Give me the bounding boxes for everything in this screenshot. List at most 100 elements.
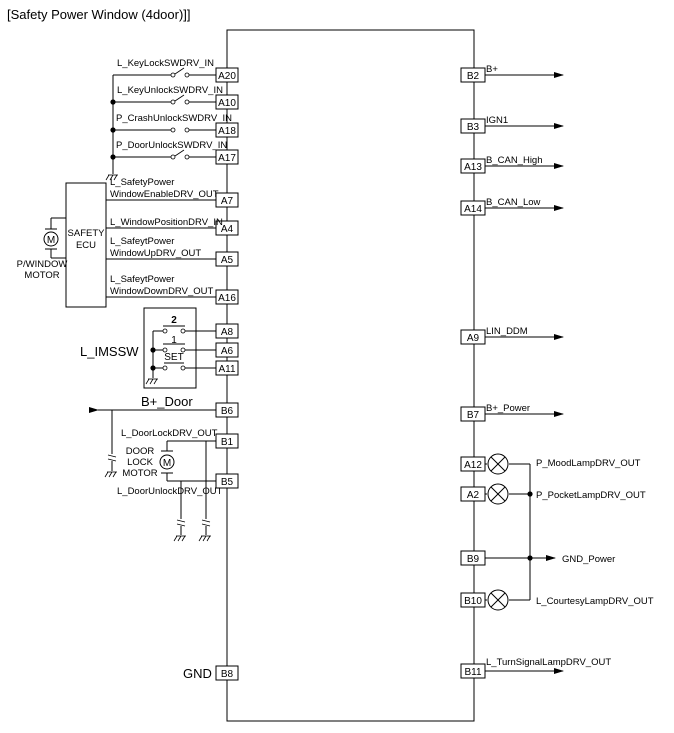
sig-pocketlamp: P_PocketLampDRV_OUT <box>536 490 646 501</box>
pin-box-B6 <box>215 402 239 418</box>
component-labels: SAFETY ECU M P/WINDOW MOTOR L_IMSSW 2 1 … <box>17 228 212 681</box>
module-body <box>226 29 475 722</box>
pin-box-A16 <box>215 289 239 305</box>
pin-A9: A9 <box>467 333 480 344</box>
sig-windowup-2: WindowUpDRV_OUT <box>110 248 201 259</box>
imssw-switch <box>143 307 216 389</box>
sig-gnd-power: GND_Power <box>562 554 615 565</box>
sig-moodlamp: P_MoodLampDRV_OUT <box>536 458 641 469</box>
pin-box-A10 <box>215 94 239 110</box>
switch-group <box>105 67 216 181</box>
pin-A5: A5 <box>221 255 234 266</box>
pin-B10: B10 <box>464 596 482 607</box>
pin-A10: A10 <box>218 98 236 109</box>
pin-box-B2 <box>460 67 486 83</box>
pin-A13: A13 <box>464 162 482 173</box>
pin-box-B11 <box>460 663 486 679</box>
pin-box-B10 <box>460 592 486 608</box>
sig-doorunlock-out: L_DoorUnlockDRV_OUT <box>117 486 223 497</box>
pin-A20: A20 <box>218 71 236 82</box>
sig-safetypower-1: L_SafetyPower <box>110 177 174 188</box>
sig-bplus: B+ <box>486 64 498 75</box>
sig-can-high: B_CAN_High <box>486 155 543 166</box>
right-output-lines <box>485 72 564 674</box>
pin-A12: A12 <box>464 460 482 471</box>
pin-A11: A11 <box>218 364 235 375</box>
pin-box-B9 <box>460 550 486 566</box>
pin-B2: B2 <box>467 71 480 82</box>
pin-A8: A8 <box>221 327 234 338</box>
pin-box-A2 <box>460 486 486 502</box>
pin-box-A5 <box>215 251 239 267</box>
pin-box-A7 <box>215 192 239 208</box>
pin-B3: B3 <box>467 122 480 133</box>
sig-windowposition: L_WindowPositionDRV_IN <box>110 217 223 228</box>
b-door-label: B+_Door <box>141 394 193 409</box>
sig-turnsignal: L_TurnSignalLampDRV_OUT <box>486 657 611 668</box>
door-lock-motor-label-1: DOOR <box>126 446 155 457</box>
door-lock-motor-label-3: MOTOR <box>122 468 157 479</box>
pin-box-B1 <box>215 433 239 449</box>
imssw-label: L_IMSSW <box>80 344 139 359</box>
pin-box-A8 <box>215 323 239 339</box>
motor-m-pwindow: M <box>47 235 55 246</box>
sig-windowdown-2: WindowDownDRV_OUT <box>110 286 213 297</box>
pin-box-A18 <box>215 122 239 138</box>
sig-windowup-1: L_SafeytPower <box>110 236 174 247</box>
door-lock-motor-label-2: LOCK <box>127 457 154 468</box>
pwindow-motor <box>43 217 66 259</box>
safety-ecu-wiring <box>106 199 216 298</box>
right-signal-labels: B+ IGN1 B_CAN_High B_CAN_Low LIN_DDM B+_… <box>486 64 654 668</box>
right-pin-labels: B2 B3 A13 A14 A9 B7 A12 A2 B9 B10 B11 <box>464 71 482 678</box>
sig-safetypower-2: WindowEnableDRV_OUT <box>110 189 219 200</box>
pin-A18: A18 <box>218 126 236 137</box>
pin-box-B3 <box>460 118 486 134</box>
pin-B1: B1 <box>221 437 234 448</box>
imssw-button-1: 1 <box>171 335 177 346</box>
sig-can-low: B_CAN_Low <box>486 197 541 208</box>
left-pin-boxes <box>215 67 239 681</box>
safety-ecu-label-1: SAFETY <box>68 228 106 239</box>
pin-A4: A4 <box>221 224 234 235</box>
pin-A2: A2 <box>467 490 480 501</box>
pin-B11: B11 <box>464 667 481 678</box>
sig-doorunlock: P_DoorUnlockSWDRV_IN <box>116 140 227 151</box>
right-pin-boxes <box>460 67 486 679</box>
pin-box-B7 <box>460 406 486 422</box>
sig-keyunlock: L_KeyUnlockSWDRV_IN <box>117 85 223 96</box>
pin-A7: A7 <box>221 196 234 207</box>
lamp-wiring <box>485 463 556 601</box>
pin-box-A9 <box>460 329 486 345</box>
pin-box-B5 <box>215 473 239 489</box>
left-signal-labels: L_KeyLockSWDRV_IN L_KeyUnlockSWDRV_IN P_… <box>110 58 232 497</box>
pin-box-A14 <box>460 200 486 216</box>
sig-courtesylamp: L_CourtesyLampDRV_OUT <box>536 596 654 607</box>
pwindow-motor-label-1: P/WINDOW <box>17 259 68 270</box>
sig-bplus-power: B+_Power <box>486 403 530 414</box>
pin-A16: A16 <box>218 293 236 304</box>
pin-B8: B8 <box>221 669 234 680</box>
sig-ign1: IGN1 <box>486 115 508 126</box>
sig-doorlock: L_DoorLockDRV_OUT <box>121 428 218 439</box>
pin-box-B8 <box>215 665 239 681</box>
door-lock-motor-icon <box>159 454 175 470</box>
pin-B6: B6 <box>221 406 234 417</box>
imssw-button-2: 2 <box>171 315 177 326</box>
sig-lin-ddm: LIN_DDM <box>486 326 528 337</box>
pin-box-A11 <box>215 360 239 376</box>
pin-B9: B9 <box>467 554 480 565</box>
pin-box-A12 <box>460 456 486 472</box>
pin-box-A17 <box>215 149 239 165</box>
pin-box-A6 <box>215 342 239 358</box>
pin-box-A4 <box>215 220 239 236</box>
pin-A17: A17 <box>218 153 236 164</box>
pin-box-A13 <box>460 158 486 174</box>
door-lock-wiring <box>104 410 216 542</box>
sig-windowdown-1: L_SafeytPower <box>110 274 174 285</box>
sig-keylock: L_KeyLockSWDRV_IN <box>117 58 214 69</box>
safety-ecu-box <box>65 182 107 308</box>
pin-B5: B5 <box>221 477 234 488</box>
pwindow-motor-label-2: MOTOR <box>24 270 59 281</box>
left-pin-labels: A20 A10 A18 A17 A7 A4 A5 A16 A8 A6 A11 B… <box>218 71 236 680</box>
